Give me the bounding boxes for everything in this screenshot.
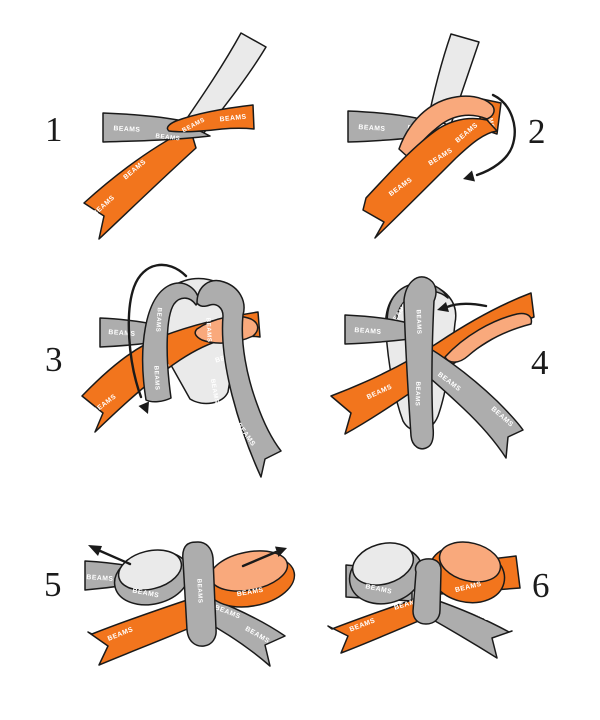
gray-loop-front-band [141,282,200,403]
step-4-illustration: BEAMS BEAMS BEAMS BEAMS BEAMS BEAMS BEAM… [330,276,535,459]
arrowhead-icon [275,546,287,557]
arrowhead-icon [138,401,149,414]
arrowhead-icon [88,545,102,556]
step-3-number: 3 [45,340,63,379]
left-loop-inner [351,542,415,586]
brand-label: BEAMS [236,587,264,599]
step-2-illustration: BEAMS BEAMS BEAMS BEAMS BEAMS BEAMS [347,33,516,239]
right-loop-inner [438,541,502,583]
brand-label: BEAMS [195,578,203,603]
gray-tail [427,598,513,659]
step-1-illustration: BEAMS BEAMS BEAMS BEAMS BEAMS BEAMS [83,32,267,240]
step-5-number: 5 [44,565,62,604]
arrowhead-icon [463,170,475,182]
step-4-number: 4 [531,343,549,382]
brand-label: BEAMS [86,574,113,583]
brand-label: BEAMS [155,133,181,143]
brand-label: BEAMS [204,317,212,342]
step-6-illustration: BEAMS BEAMS BEAMS BEAMS BEAMS [327,541,521,659]
gray-ribbon [102,112,211,143]
step-5-illustration: BEAMS BEAMS BEAMS BEAMS BEAMS BEAMS BEAM… [84,541,296,667]
brand-label: BEAMS [414,381,422,406]
step-6-number: 6 [532,566,550,605]
step-2-number: 2 [528,112,546,151]
knot-center-band [182,541,217,647]
brand-label: BEAMS [219,114,247,124]
orange-ribbon-lower [83,127,197,240]
brand-label: BEAMS [209,378,220,404]
step-1-number: 1 [45,110,63,149]
brand-label: BEAMS [354,327,381,336]
pull-arrow-left-icon [96,548,132,566]
gray-tail [202,597,286,667]
orange-ribbon-upper [166,104,255,133]
left-loop-inner [117,549,183,591]
brand-label: BEAMS [415,310,423,335]
step-3-illustration: BEAMS BEAMS BEAMS BEAMS BEAMS BEAMS BEAM… [81,263,282,478]
gray-loop-back-band-and-tail [196,280,282,478]
arrow-thread-left-icon [445,302,488,309]
orange-tail [327,596,431,654]
knot-center-band [412,558,442,625]
orange-ribbon-underside-fold [444,312,533,363]
curved-arrow-around-loop-icon [127,263,188,399]
orange-ribbon-underside-fold [398,95,495,160]
gray-diagonal-tail [412,345,524,459]
brand-label: BEAMS [108,329,135,338]
brand-label: BEAMS [154,307,163,332]
brand-label: BEAMS [152,365,160,390]
orange-ribbon [362,117,498,239]
arrowhead-icon [437,302,449,312]
gray-loop-front-band [403,276,437,450]
brand-label: BEAMS [358,124,385,133]
brand-label: BEAMS [113,125,140,133]
orange-ribbon [81,311,261,433]
curved-arrow-wrap-down-icon [475,93,516,177]
orange-tail [87,596,207,666]
pull-arrow-right-icon [241,550,278,568]
